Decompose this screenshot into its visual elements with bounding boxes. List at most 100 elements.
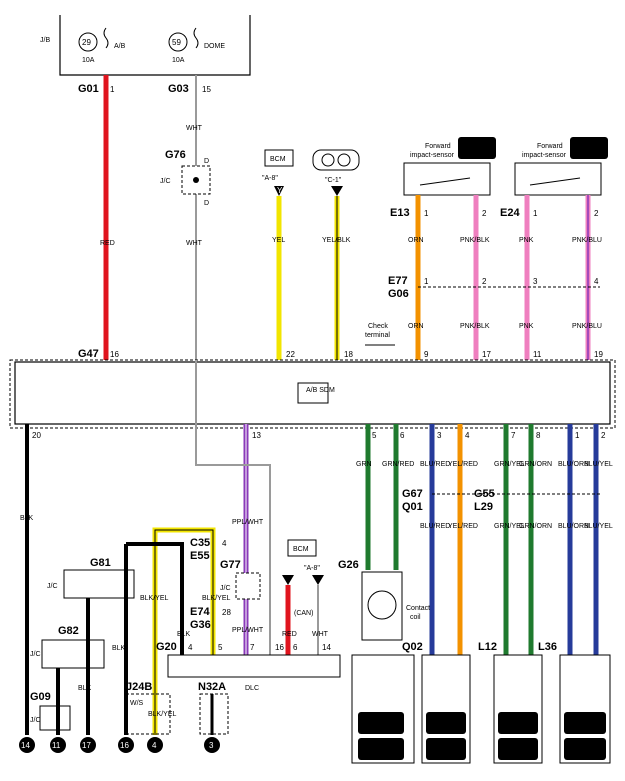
svg-text:Check: Check xyxy=(368,323,388,330)
svg-text:L12: L12 xyxy=(478,641,497,653)
svg-text:PPL/WHT: PPL/WHT xyxy=(232,519,264,526)
svg-text:PNK/BLK: PNK/BLK xyxy=(460,237,490,244)
conn-g47: G47 xyxy=(78,348,99,360)
forward-sensor-left: Forward impact-sensor xyxy=(403,137,496,196)
svg-text:BLK: BLK xyxy=(20,515,34,522)
svg-text:16: 16 xyxy=(120,741,129,750)
svg-text:2: 2 xyxy=(482,209,487,218)
svg-text:GRN/ORN: GRN/ORN xyxy=(519,523,552,530)
meter-ref: "C-1" xyxy=(312,149,360,196)
svg-text:3: 3 xyxy=(437,431,442,440)
svg-text:1: 1 xyxy=(424,277,429,286)
svg-text:W/S: W/S xyxy=(130,700,144,707)
svg-text:"C-1": "C-1" xyxy=(325,177,342,184)
svg-text:DOME: DOME xyxy=(204,43,225,50)
svg-text:PPL/WHT: PPL/WHT xyxy=(232,627,264,634)
bcm-ref-bottom: BCM "A-8" xyxy=(282,539,324,585)
svg-text:BLK/YEL: BLK/YEL xyxy=(148,711,177,718)
svg-text:4: 4 xyxy=(594,277,599,286)
svg-text:18: 18 xyxy=(344,350,353,359)
svg-text:G55: G55 xyxy=(474,488,495,500)
svg-text:1: 1 xyxy=(110,85,115,94)
svg-text:G82: G82 xyxy=(58,625,79,637)
airbag-module-driver xyxy=(351,654,415,764)
svg-text:7: 7 xyxy=(511,431,516,440)
jc-g81: G81 J/C xyxy=(47,557,135,599)
svg-text:16: 16 xyxy=(275,643,284,652)
svg-text:19: 19 xyxy=(594,350,603,359)
svg-text:16: 16 xyxy=(110,350,119,359)
ws-block: J24B W/S N32A xyxy=(125,681,229,735)
svg-text:GRN/YEL: GRN/YEL xyxy=(494,523,525,530)
forward-sensor-right: Forward impact-sensor xyxy=(514,137,608,196)
svg-text:J/C: J/C xyxy=(30,717,41,724)
svg-text:Q01: Q01 xyxy=(402,501,423,513)
svg-text:GRN/YEL: GRN/YEL xyxy=(494,461,525,468)
svg-text:E24: E24 xyxy=(500,207,520,219)
svg-text:4: 4 xyxy=(152,741,157,750)
svg-text:WHT: WHT xyxy=(186,125,203,132)
svg-text:BLU/RED: BLU/RED xyxy=(420,523,450,530)
ground-markers: 14 11 17 16 4 3 xyxy=(19,737,220,753)
svg-text:D: D xyxy=(204,200,209,207)
svg-text:6: 6 xyxy=(293,643,298,652)
svg-text:BLU/RED: BLU/RED xyxy=(420,461,450,468)
svg-text:8: 8 xyxy=(536,431,541,440)
svg-text:impact-sensor: impact-sensor xyxy=(522,152,567,159)
jb-label: J/B xyxy=(40,37,50,44)
svg-text:coil: coil xyxy=(410,614,421,621)
svg-text:20: 20 xyxy=(32,431,41,440)
fuse-29: 29 A/B 10A xyxy=(78,27,126,64)
svg-text:G67: G67 xyxy=(402,488,423,500)
svg-text:15: 15 xyxy=(202,85,211,94)
svg-text:2: 2 xyxy=(482,277,487,286)
jc-g77: G77 J/C xyxy=(220,559,261,600)
svg-text:5: 5 xyxy=(372,431,377,440)
svg-text:BLK: BLK xyxy=(112,645,126,652)
bcm-ref-top: BCM "A-8" Y xyxy=(262,149,294,196)
svg-text:D: D xyxy=(204,158,209,165)
svg-text:5: 5 xyxy=(218,643,223,652)
svg-text:7: 7 xyxy=(250,643,255,652)
svg-text:BLU/YEL: BLU/YEL xyxy=(584,461,613,468)
svg-text:BLK: BLK xyxy=(78,685,92,692)
svg-text:4: 4 xyxy=(188,643,193,652)
svg-text:G26: G26 xyxy=(338,559,359,571)
svg-text:BLU/ORN: BLU/ORN xyxy=(558,461,589,468)
svg-text:RED: RED xyxy=(282,631,297,638)
svg-text:17: 17 xyxy=(482,350,491,359)
svg-text:E74: E74 xyxy=(190,606,210,618)
airbag-module-right: L36 xyxy=(538,641,611,764)
svg-text:11: 11 xyxy=(533,350,542,359)
conn-g01: G01 xyxy=(78,83,99,95)
contact-coil: G26 Contact coil xyxy=(338,559,430,641)
svg-text:G81: G81 xyxy=(90,557,111,569)
svg-text:9: 9 xyxy=(424,350,429,359)
svg-text:Forward: Forward xyxy=(537,143,563,150)
svg-text:GRN: GRN xyxy=(356,461,372,468)
svg-text:L36: L36 xyxy=(538,641,557,653)
svg-text:DLC: DLC xyxy=(245,685,259,692)
svg-text:BCM: BCM xyxy=(270,156,286,163)
svg-text:A/B SDM: A/B SDM xyxy=(306,387,335,394)
jc-g76: G76 J/C D D xyxy=(160,149,211,207)
svg-text:WHT: WHT xyxy=(312,631,329,638)
svg-text:YEL/BLK: YEL/BLK xyxy=(322,237,351,244)
svg-text:PNK/BLU: PNK/BLU xyxy=(572,323,602,330)
svg-text:impact-sensor: impact-sensor xyxy=(410,152,455,159)
svg-text:13: 13 xyxy=(252,431,261,440)
airbag-module-passenger: Q02 xyxy=(402,641,471,764)
svg-text:YEL: YEL xyxy=(272,237,285,244)
svg-text:L29: L29 xyxy=(474,501,493,513)
svg-text:BLK/YEL: BLK/YEL xyxy=(140,595,169,602)
svg-text:(CAN): (CAN) xyxy=(294,610,313,617)
svg-text:6: 6 xyxy=(400,431,405,440)
svg-text:G36: G36 xyxy=(190,619,211,631)
svg-text:2: 2 xyxy=(601,431,606,440)
svg-text:Y: Y xyxy=(277,186,283,195)
svg-text:E13: E13 xyxy=(390,207,410,219)
svg-text:4: 4 xyxy=(222,539,227,548)
svg-text:Contact: Contact xyxy=(406,605,430,612)
